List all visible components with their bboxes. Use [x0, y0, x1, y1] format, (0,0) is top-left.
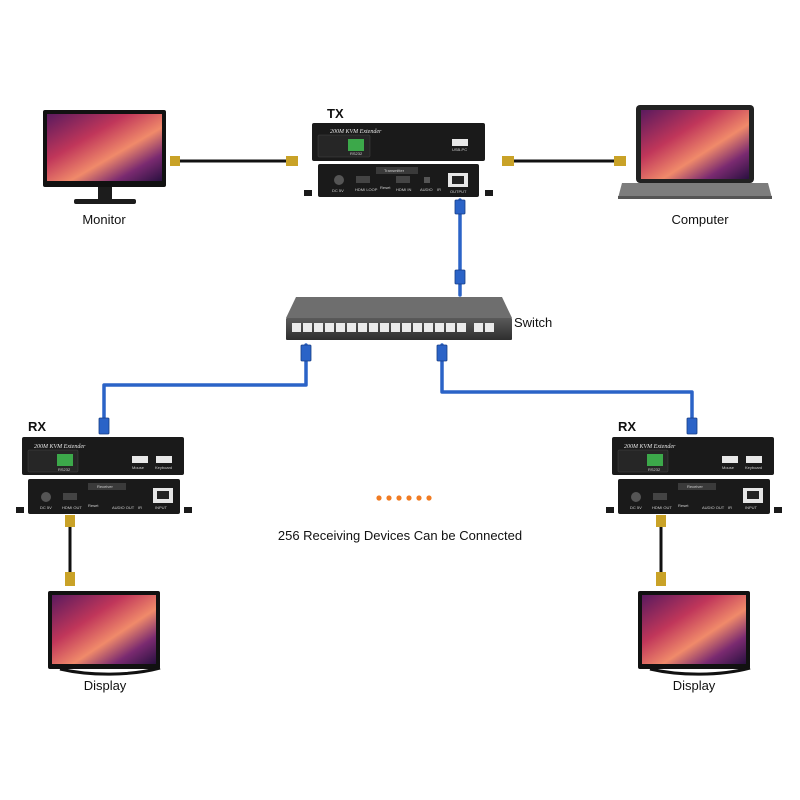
rx-left-dc-label: DC 5V	[40, 505, 52, 510]
tx-label: TX	[327, 106, 344, 121]
rx-left-ir-label: IR	[138, 505, 142, 510]
tx-rs232-label: RS232	[350, 151, 363, 156]
tx-panel-label: Transmitter	[384, 168, 405, 173]
tx-output-label: OUTPUT	[450, 189, 467, 194]
rx-right-input-label: INPUT	[745, 505, 758, 510]
rx-left-panel-label: Receiver	[97, 484, 113, 489]
kvm-receiver-left-icon: 200M KVM Extender Mouse Keyboard RS232 R…	[16, 437, 192, 514]
rx-right-mouse-label: Mouse	[722, 465, 735, 470]
rx-right-label: RX	[618, 419, 636, 434]
tx-dc-label: DC 5V	[332, 188, 344, 193]
receivers-note: 256 Receiving Devices Can be Connected	[278, 528, 522, 543]
tx-brand: 200M KVM Extender	[330, 129, 382, 135]
rx-left-keyboard-label: Keyboard	[155, 465, 172, 470]
rx-right-reset-label: Reset	[678, 503, 689, 508]
rx-left-audio-out-label: AUDIO OUT	[112, 505, 135, 510]
computer-label: Computer	[671, 212, 729, 227]
rx-right-brand: 200M KVM Extender	[624, 444, 676, 450]
network-switch-icon	[286, 297, 512, 340]
rx-right-dc-label: DC 5V	[630, 505, 642, 510]
rx-left-hdmi-out-label: HDMI OUT	[62, 505, 82, 510]
display-right-label: Display	[673, 678, 716, 693]
display-left-icon	[48, 591, 161, 676]
rx-right-hdmi-out-label: HDMI OUT	[652, 505, 672, 510]
rx-left-input-label: INPUT	[155, 505, 168, 510]
rx-left-reset-label: Reset	[88, 503, 99, 508]
rx-right-ir-label: IR	[728, 505, 732, 510]
ethernet-cable-icon	[98, 199, 698, 435]
ethernet-cable-switch-rx-left	[102, 343, 308, 432]
tx-hdmi-in-label: HDMI IN	[396, 187, 411, 192]
tx-ir-label: IR	[437, 187, 441, 192]
rx-right-panel-label: Receiver	[687, 484, 703, 489]
ethernet-cable-switch-rx-right	[440, 343, 694, 432]
display-left-label: Display	[84, 678, 127, 693]
switch-label: Switch	[514, 315, 552, 330]
laptop-icon	[618, 105, 772, 199]
rx-right-audio-out-label: AUDIO OUT	[702, 505, 725, 510]
rx-left-brand: 200M KVM Extender	[34, 444, 86, 450]
tx-reset-label: Reset	[380, 185, 391, 190]
tx-audio-label: AUDIO	[420, 187, 433, 192]
display-right-icon	[638, 591, 751, 676]
monitor-icon	[43, 110, 166, 204]
kvm-transmitter-icon: 200M KVM Extender USB-PC RS232 Transmitt…	[304, 123, 493, 197]
rx-right-keyboard-label: Keyboard	[745, 465, 762, 470]
hdmi-cable-icon	[65, 156, 666, 586]
tx-hdmi-loop-label: HDMI LOOP	[355, 187, 378, 192]
more-devices-dots	[376, 495, 432, 501]
kvm-receiver-right-icon: 200M KVM Extender Mouse Keyboard RS232 R…	[606, 437, 782, 514]
rx-left-label: RX	[28, 419, 46, 434]
tx-usb-label: USB-PC	[452, 147, 467, 152]
rx-right-rs232-label: RS232	[648, 467, 661, 472]
monitor-label: Monitor	[82, 212, 126, 227]
rx-left-mouse-label: Mouse	[132, 465, 145, 470]
rx-left-rs232-label: RS232	[58, 467, 71, 472]
